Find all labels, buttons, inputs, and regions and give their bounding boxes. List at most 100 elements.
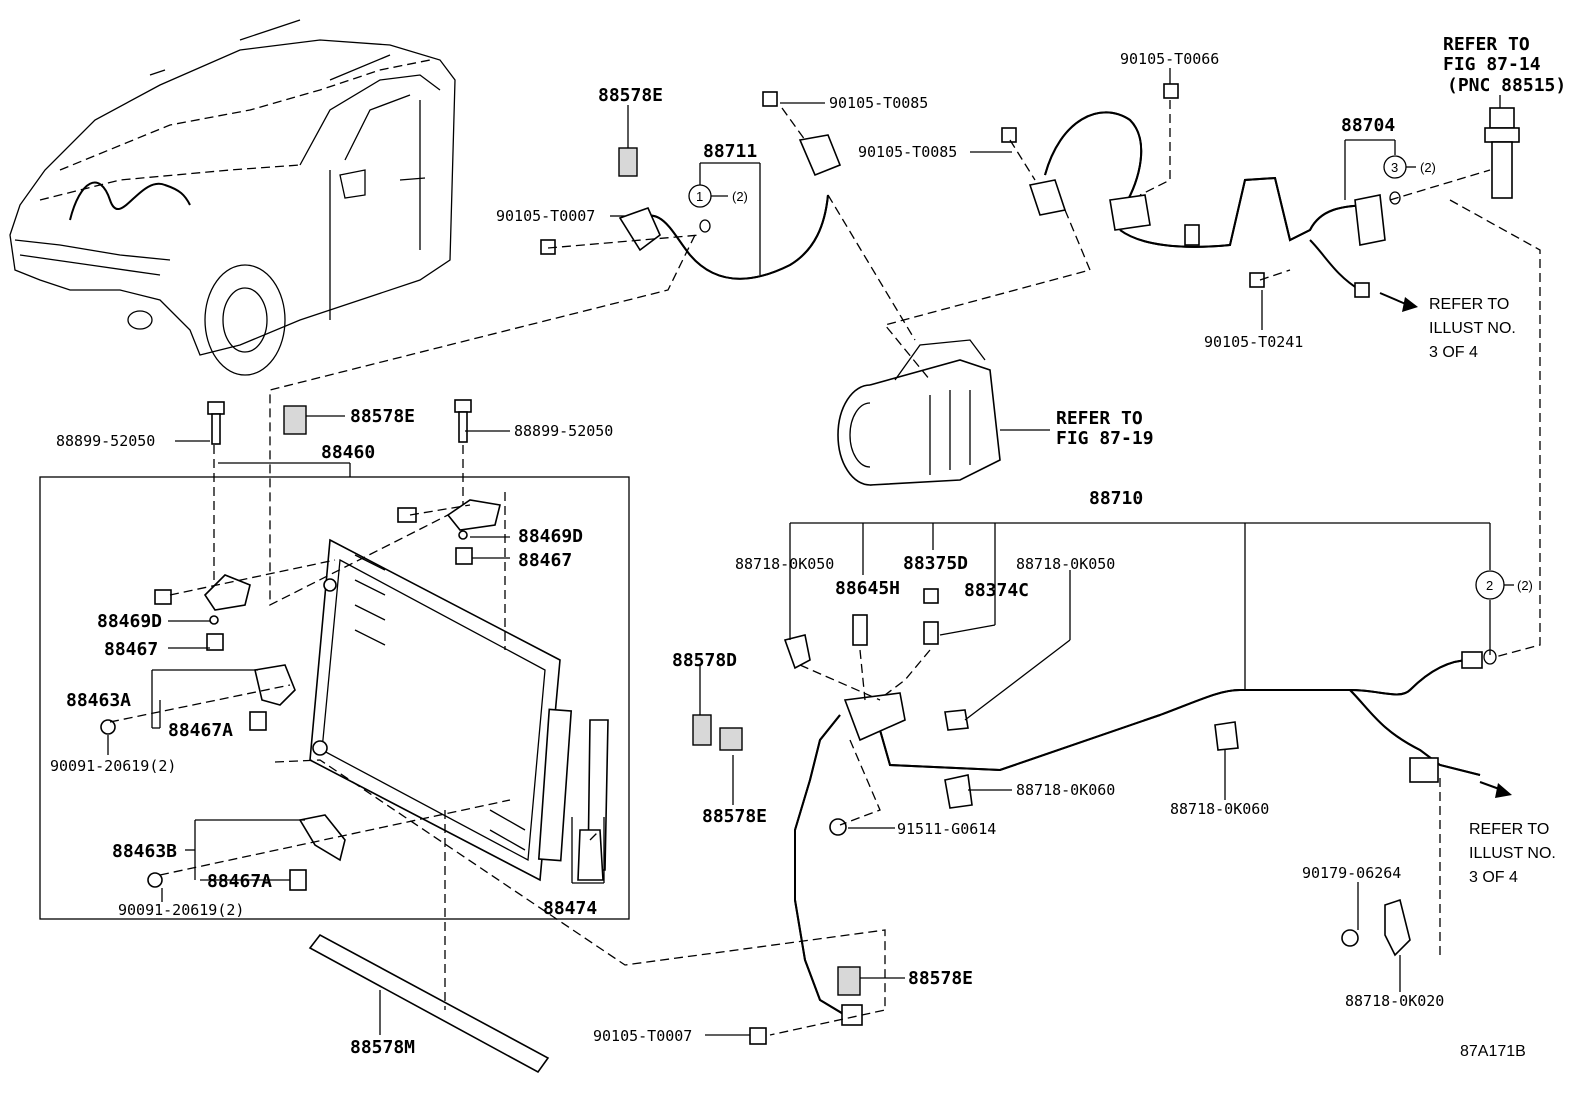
label-88374c: 88374C <box>964 580 1029 601</box>
label-88375d: 88375D <box>903 553 968 574</box>
clamp-88718-0k050-a <box>783 634 811 670</box>
svg-text:ILLUST NO.: ILLUST NO. <box>1469 845 1556 862</box>
svg-text:REFER TO: REFER TO <box>1469 821 1549 838</box>
pipe-88704 <box>1119 176 1386 298</box>
svg-text:ILLUST NO.: ILLUST NO. <box>1429 320 1516 337</box>
label-90105-t0085-b: 90105-T0085 <box>858 143 957 161</box>
plug-88474 <box>577 829 604 881</box>
label-90105-t0241: 90105-T0241 <box>1204 333 1303 351</box>
label-88718-0k060-a: 88718-0K060 <box>1016 781 1115 799</box>
switch-88645h <box>852 614 868 646</box>
svg-text:REFER TO: REFER TO <box>1429 296 1509 313</box>
clamp-88718-0k060-b <box>1214 721 1239 751</box>
leader-lines <box>107 68 1501 1036</box>
label-88578e-top: 88578E <box>598 85 663 106</box>
bolt-90105-t0085-a <box>762 91 778 107</box>
vehicle-illustration <box>9 19 456 376</box>
svg-text:(2): (2) <box>1517 578 1533 593</box>
bolt-90105-t0241 <box>1249 272 1265 288</box>
label-90105-t0007-bottom: 90105-T0007 <box>593 1027 692 1045</box>
label-88718-0k020: 88718-0K020 <box>1345 992 1444 1010</box>
reference-note-illust-upper: REFER TO ILLUST NO. 3 OF 4 <box>1429 296 1516 361</box>
label-88463a: 88463A <box>66 690 131 711</box>
label-90105-t0085-a: 90105-T0085 <box>829 94 928 112</box>
figure-code: 87A171B <box>1460 1043 1526 1060</box>
svg-text:REFER TO: REFER TO <box>1443 34 1530 55</box>
svg-text:(PNC 88515): (PNC 88515) <box>1447 75 1566 96</box>
label-90179-06264: 90179-06264 <box>1302 864 1401 882</box>
clamp-88718-0k060-a <box>944 774 973 809</box>
label-90105-t0066: 90105-T0066 <box>1120 50 1219 68</box>
svg-text:3 OF 4: 3 OF 4 <box>1429 344 1478 361</box>
bolt-90105-t0085-b <box>1001 127 1017 143</box>
svg-text:2: 2 <box>1486 578 1493 593</box>
cushion-88467a-top <box>249 711 267 731</box>
label-88578m: 88578M <box>350 1037 415 1058</box>
condenser-bracket-top <box>154 499 501 611</box>
svg-text:(2): (2) <box>732 189 748 204</box>
label-88467a-bottom: 88467A <box>207 871 272 892</box>
label-90105-t0007-top: 90105-T0007 <box>496 207 595 225</box>
callout-3: 3 (2) <box>1383 155 1436 205</box>
label-88645h: 88645H <box>835 578 900 599</box>
clamp-88718-0k050-b <box>944 709 969 731</box>
condenser-assembly-frame <box>39 476 630 920</box>
label-88718-0k050-b: 88718-0K050 <box>1016 555 1115 573</box>
reference-note-fig-87-14: REFER TO FIG 87-14 (PNC 88515) <box>1443 34 1566 96</box>
label-88899-left: 88899-52050 <box>56 432 155 450</box>
cushion-88467a-bottom <box>289 869 307 891</box>
label-90091-top: 90091-20619(2) <box>50 757 176 775</box>
bolt-90105-t0066 <box>1163 83 1179 99</box>
cushion-88578e-lower <box>719 727 743 751</box>
suction-hose <box>1028 111 1151 231</box>
condenser-core <box>309 538 609 882</box>
bracket-88463b <box>298 814 346 862</box>
svg-text:(2): (2) <box>1420 160 1436 175</box>
bolt-88899-left <box>207 401 225 445</box>
label-88578e-lower: 88578E <box>702 806 767 827</box>
bolt-90105-t0007-bottom <box>749 1027 767 1045</box>
svg-text:FIG 87-14: FIG 87-14 <box>1443 54 1541 75</box>
label-88469d-right: 88469D <box>518 526 583 547</box>
label-88578e-bottom: 88578E <box>908 968 973 989</box>
label-88467a-top: 88467A <box>168 720 233 741</box>
arrow-right-icon <box>1402 297 1418 312</box>
svg-text:REFER TO: REFER TO <box>1056 408 1143 429</box>
svg-text:1: 1 <box>696 189 703 204</box>
compressor <box>837 339 1001 486</box>
callout-1: 1 (2) <box>688 184 748 233</box>
label-88460: 88460 <box>321 442 375 463</box>
label-88467-left: 88467 <box>104 639 158 660</box>
expansion-valve-88515 <box>1484 107 1520 199</box>
label-88578d: 88578D <box>672 650 737 671</box>
bracket-88718-0k020 <box>1384 898 1411 957</box>
cushion-88467-left <box>206 633 224 651</box>
svg-text:3: 3 <box>1391 160 1398 175</box>
cushion-88578e-bottom <box>837 966 861 996</box>
bracket-88463a <box>254 664 296 706</box>
arrow-right-icon <box>1495 783 1512 798</box>
label-88704: 88704 <box>1341 115 1395 136</box>
discharge-hose-88711 <box>618 134 842 280</box>
bolt-91511-g0614 <box>829 818 847 836</box>
label-88711: 88711 <box>703 141 757 162</box>
cushion-88578e-top <box>618 147 638 177</box>
bolt-90091-top <box>100 719 116 735</box>
label-88718-0k050-a: 88718-0K050 <box>735 555 834 573</box>
label-88467-right: 88467 <box>518 550 572 571</box>
svg-text:3 OF 4: 3 OF 4 <box>1469 869 1518 886</box>
label-88578e-mid: 88578E <box>350 406 415 427</box>
cushion-88578d <box>692 714 712 746</box>
svg-text:FIG 87-19: FIG 87-19 <box>1056 428 1154 449</box>
liquid-tube-88710 <box>794 651 1483 1026</box>
callout-2: 2 (2) <box>1475 570 1533 665</box>
cushion-88467-right <box>455 547 473 565</box>
label-90091-bottom: 90091-20619(2) <box>118 901 244 919</box>
reference-note-illust-lower: REFER TO ILLUST NO. 3 OF 4 <box>1469 821 1556 886</box>
bar-88578m <box>308 933 550 1074</box>
part-labels: 88578E 88711 90105-T0007 90105-T0085 901… <box>50 50 1444 1058</box>
reference-note-fig-87-19: REFER TO FIG 87-19 <box>1000 408 1154 449</box>
label-91511-g0614: 91511-G0614 <box>897 820 996 838</box>
bolt-90091-bottom <box>147 872 163 888</box>
